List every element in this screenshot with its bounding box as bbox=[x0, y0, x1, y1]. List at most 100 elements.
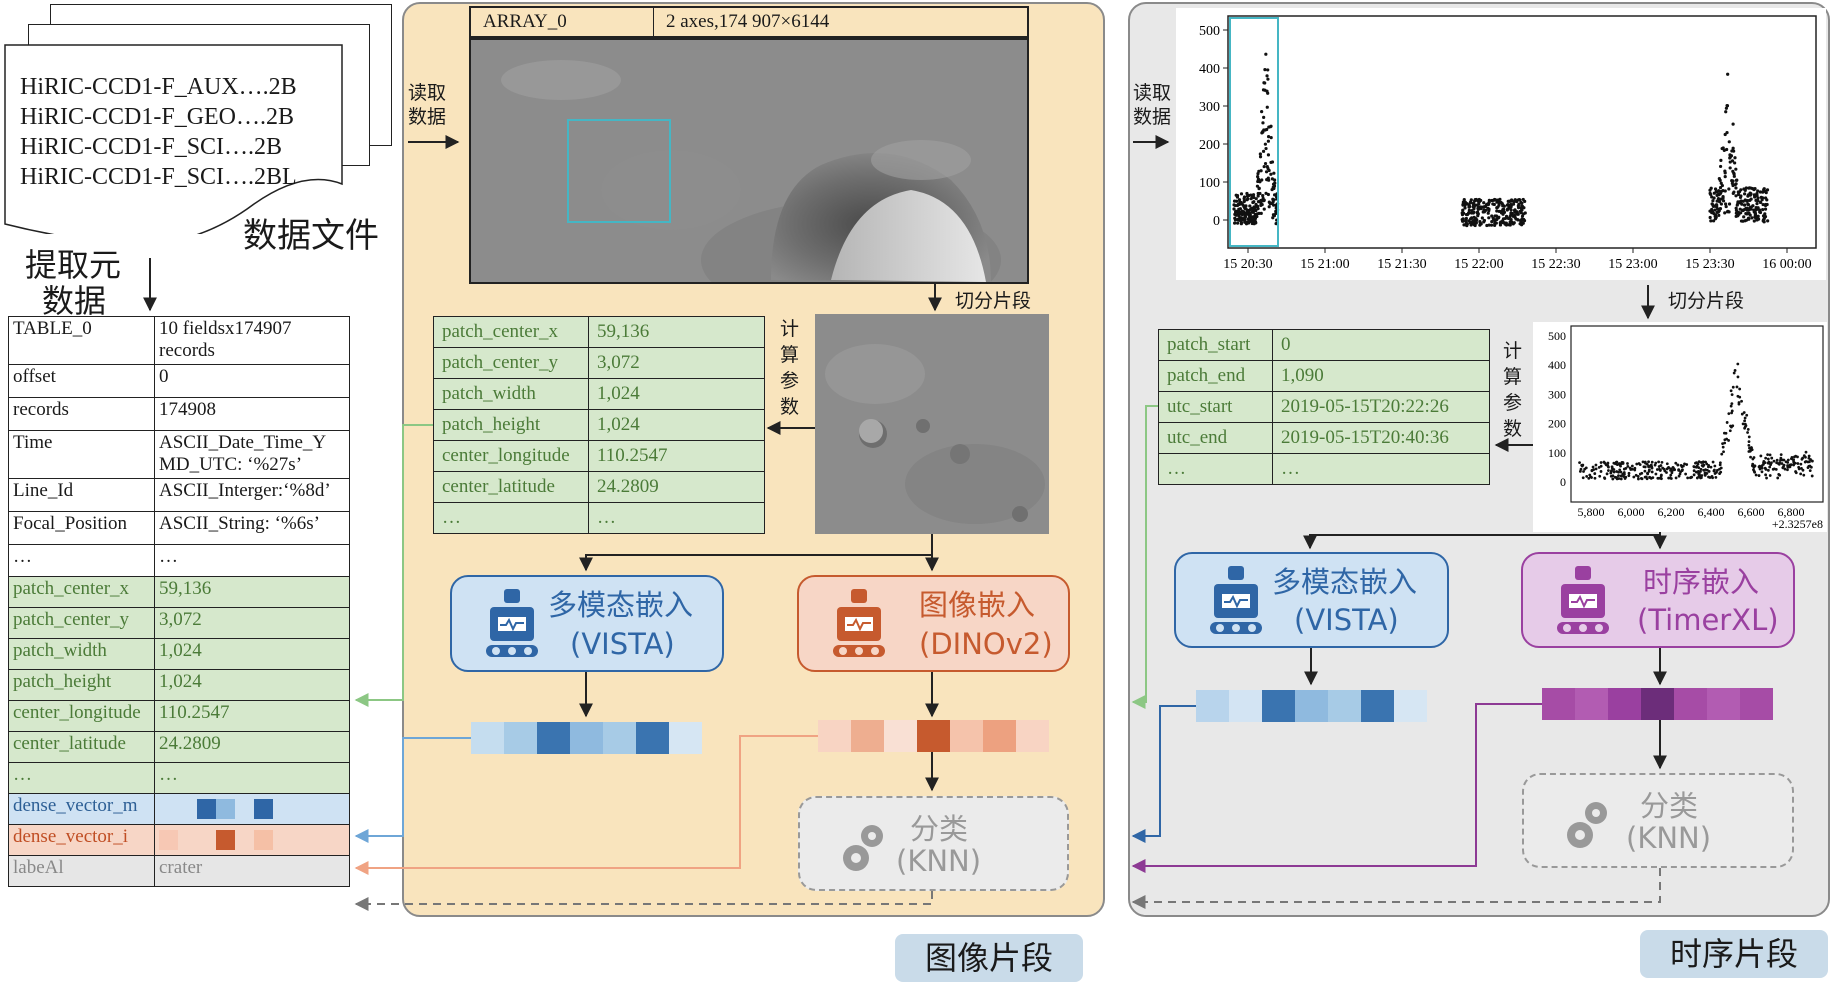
data-point bbox=[1469, 217, 1473, 221]
data-point bbox=[1695, 464, 1699, 468]
data-point bbox=[1487, 207, 1491, 211]
data-point bbox=[1501, 204, 1505, 208]
data-point bbox=[1779, 458, 1782, 462]
data-point bbox=[1735, 385, 1739, 389]
data-point bbox=[1263, 142, 1267, 146]
data-point bbox=[1742, 203, 1747, 207]
data-point bbox=[1718, 206, 1723, 211]
data-point bbox=[1262, 115, 1266, 120]
data-point bbox=[1254, 202, 1258, 207]
data-point bbox=[1736, 375, 1740, 379]
table-row: TABLE_0 10 fieldsx174907 records bbox=[8, 316, 350, 365]
data-point bbox=[1753, 209, 1757, 213]
data-point bbox=[1727, 439, 1730, 442]
data-point bbox=[1780, 462, 1784, 465]
data-point bbox=[1261, 121, 1265, 125]
table-row: … … bbox=[8, 762, 350, 794]
data-point bbox=[1764, 473, 1768, 477]
data-point bbox=[1232, 207, 1236, 211]
data-point bbox=[1754, 198, 1758, 202]
data-point bbox=[1521, 221, 1525, 225]
data-point bbox=[1509, 211, 1513, 215]
vector-cell bbox=[197, 830, 216, 850]
table-value: 10 fieldsx174907 records bbox=[154, 316, 350, 365]
data-file-front: HiRIC-CCD1-F_AUX….2B HiRIC-CCD1-F_GEO….2… bbox=[4, 44, 344, 234]
data-point bbox=[1607, 465, 1610, 469]
data-point bbox=[1632, 475, 1636, 479]
data-point bbox=[1266, 135, 1271, 139]
vector-cell bbox=[254, 830, 273, 850]
data-point bbox=[1460, 219, 1465, 223]
data-point bbox=[1272, 213, 1277, 218]
data-point bbox=[1718, 164, 1723, 169]
vector-cell bbox=[159, 799, 178, 819]
data-point bbox=[1695, 476, 1699, 480]
data-point bbox=[1725, 421, 1729, 424]
data-point bbox=[1233, 221, 1237, 225]
table-key: patch_width bbox=[8, 638, 155, 670]
data-point bbox=[1651, 476, 1655, 480]
data-point bbox=[1516, 204, 1520, 208]
y-tick-label: 100 bbox=[1199, 176, 1220, 191]
data-point bbox=[1806, 466, 1810, 469]
data-point bbox=[1590, 476, 1593, 479]
img-compute-1: 计 bbox=[780, 318, 800, 340]
data-point bbox=[1469, 211, 1474, 215]
data-point bbox=[1723, 441, 1727, 445]
data-point bbox=[1708, 215, 1712, 220]
data-point bbox=[1244, 220, 1248, 224]
data-point bbox=[1709, 192, 1713, 196]
data-point bbox=[1701, 461, 1705, 464]
vector-cell bbox=[983, 720, 1016, 752]
data-point bbox=[1245, 194, 1250, 198]
data-point bbox=[1729, 389, 1733, 393]
knn-box-ts: 分类 (KNN) bbox=[1522, 773, 1794, 868]
data-point bbox=[1756, 206, 1760, 210]
param-value: 0 bbox=[1272, 329, 1490, 361]
data-point bbox=[1746, 198, 1750, 203]
data-point bbox=[1767, 460, 1771, 464]
data-point bbox=[1467, 211, 1471, 215]
data-point bbox=[1724, 202, 1728, 206]
data-point bbox=[1593, 476, 1597, 480]
data-point bbox=[1747, 435, 1751, 439]
data-point bbox=[1779, 456, 1783, 460]
data-point bbox=[1578, 461, 1581, 464]
data-point bbox=[1237, 218, 1242, 222]
data-point bbox=[1606, 461, 1610, 465]
data-point bbox=[1765, 202, 1769, 207]
data-point bbox=[1259, 201, 1263, 205]
ts-compute-1: 计 bbox=[1503, 340, 1523, 362]
data-point bbox=[1766, 468, 1770, 472]
label-value: crater bbox=[154, 855, 350, 887]
data-point bbox=[1247, 219, 1251, 223]
data-point bbox=[1692, 469, 1696, 473]
table-row: patch_width 1,024 bbox=[8, 638, 350, 670]
data-point bbox=[1727, 202, 1732, 206]
data-point bbox=[1748, 186, 1752, 190]
vector-cell bbox=[197, 799, 216, 819]
table-row: dense_vector_i bbox=[8, 824, 350, 856]
data-point bbox=[1790, 456, 1794, 459]
data-point bbox=[1766, 453, 1770, 457]
data-point bbox=[1660, 460, 1664, 464]
label-key: labeAl bbox=[8, 855, 155, 887]
data-point bbox=[1741, 219, 1745, 223]
data-point bbox=[1260, 110, 1264, 114]
data-point bbox=[1520, 201, 1524, 205]
vector-cell bbox=[537, 722, 570, 754]
data-point bbox=[1723, 431, 1726, 435]
data-point bbox=[1699, 476, 1703, 480]
data-point bbox=[1485, 223, 1489, 228]
data-point bbox=[1713, 472, 1717, 475]
data-point bbox=[1721, 196, 1725, 200]
data-point bbox=[1752, 219, 1756, 223]
data-point bbox=[1786, 458, 1790, 462]
vector-cell bbox=[1196, 690, 1229, 722]
data-point bbox=[1481, 210, 1485, 214]
data-point bbox=[1510, 220, 1514, 224]
data-point bbox=[1516, 198, 1520, 202]
data-point bbox=[1254, 197, 1258, 201]
data-point bbox=[1250, 210, 1254, 214]
vector-cell bbox=[884, 720, 917, 752]
